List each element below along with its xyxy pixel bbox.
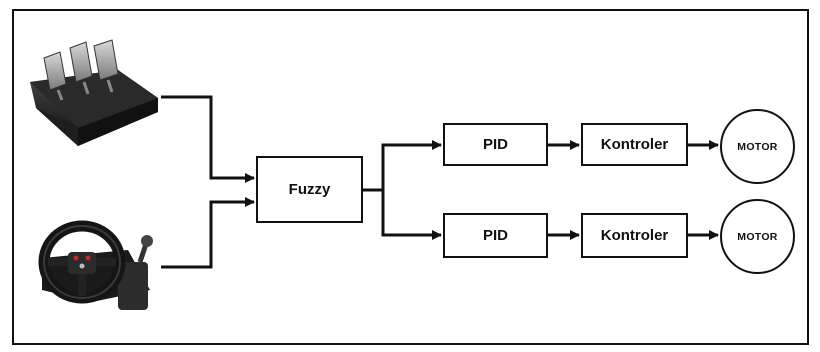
connector-lines xyxy=(161,95,719,269)
pid-label: PID xyxy=(482,136,508,153)
fuzzy-label: Fuzzy xyxy=(288,181,331,198)
controller-block-bottom: Kontroler xyxy=(581,213,688,258)
pid-block-bottom: PID xyxy=(443,213,548,258)
motor-circle-bottom: MOTOR xyxy=(720,199,795,274)
motor-circle-top: MOTOR xyxy=(720,109,795,184)
pid-block-top: PID xyxy=(443,123,548,166)
pedals-icon xyxy=(30,39,158,146)
fuzzy-block: Fuzzy xyxy=(256,156,363,223)
motor-label: MOTOR xyxy=(737,230,778,243)
pid-label: PID xyxy=(482,227,508,244)
controller-label: Kontroler xyxy=(600,227,669,244)
controller-label: Kontroler xyxy=(600,136,669,153)
controller-block-top: Kontroler xyxy=(581,123,688,166)
steering-wheel-icon xyxy=(38,220,153,310)
motor-label: MOTOR xyxy=(737,140,778,153)
